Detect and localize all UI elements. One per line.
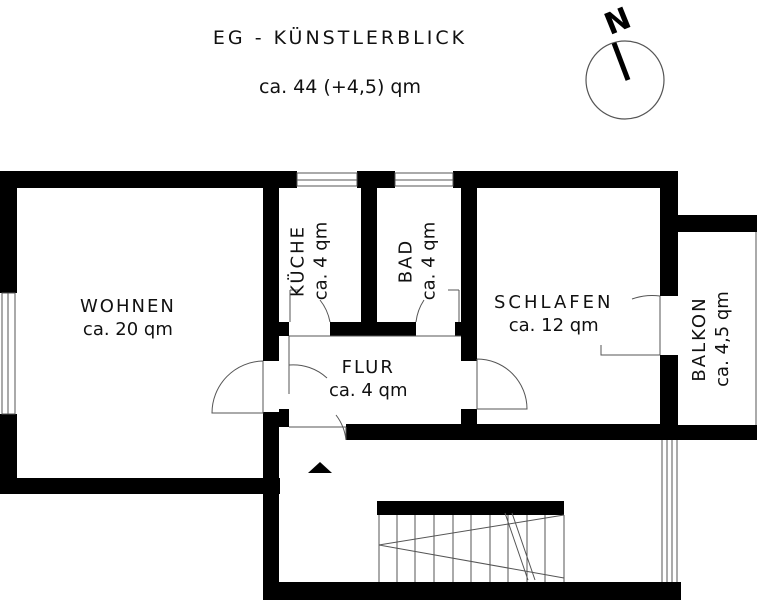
room-balkon: BALKON ca. 4,5 qm — [688, 291, 733, 387]
room-kueche: KÜCHE ca. 4 qm — [287, 221, 332, 301]
compass-icon: N — [585, 1, 665, 120]
room-schlafen: SCHLAFEN ca. 12 qm — [494, 292, 614, 336]
plan-title: EG - KÜNSTLERBLICK — [212, 27, 468, 49]
fine-lines — [1, 172, 757, 582]
north-label: N — [600, 1, 636, 43]
total-area: ca. 44 (+4,5) qm — [259, 76, 421, 98]
walls — [0, 171, 757, 600]
room-flur: FLUR ca. 4 qm — [329, 357, 408, 401]
room-wohnen: WOHNEN ca. 20 qm — [80, 296, 176, 340]
up-arrow-icon — [308, 462, 332, 473]
room-bad: BAD ca. 4 qm — [395, 221, 440, 301]
